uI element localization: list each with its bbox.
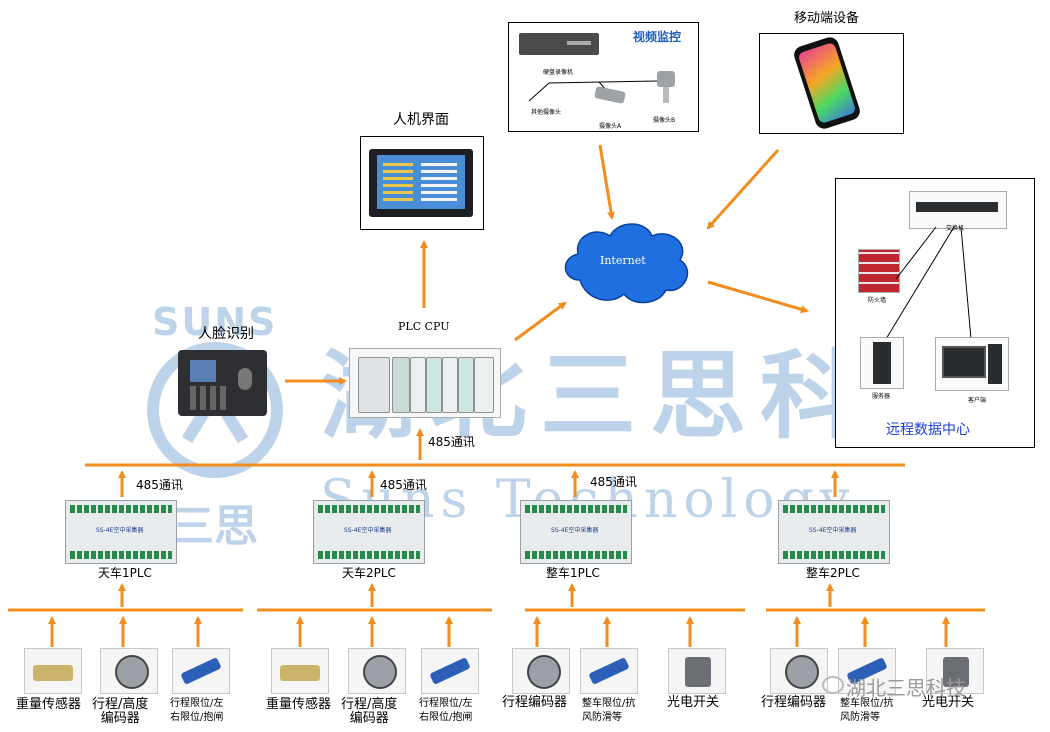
mobile-box — [759, 33, 904, 134]
plc-cpu-rack — [349, 348, 501, 418]
encoder-icon — [100, 648, 158, 694]
plc-cpu-label: PLC CPU — [398, 320, 450, 333]
switch-label: 交换机 — [946, 225, 965, 232]
network-links — [885, 226, 972, 340]
bus-label-3: 485通讯 — [590, 475, 637, 489]
face-recognition-label: 人脸识别 — [198, 326, 254, 342]
photoelectric-switch-icon-2 — [926, 648, 984, 694]
plc-module-1-text: SS-4E空中采集器 — [96, 527, 144, 534]
switch-icon — [909, 191, 1007, 229]
smartphone-icon — [791, 34, 863, 132]
video-title: 视频监控 — [633, 30, 682, 44]
data-center-title: 远程数据中心 — [886, 422, 970, 438]
dvr-label: 硬盘录像机 — [543, 69, 574, 76]
watermark-sansi: 三思 — [170, 501, 258, 552]
plc-module-4-text: SS-4E空中采集器 — [809, 527, 857, 534]
weight-sensor-icon — [24, 648, 82, 694]
client-pc-icon — [935, 337, 1009, 391]
hmi-frame — [360, 136, 484, 230]
firewall-icon — [858, 249, 900, 293]
server-icon — [860, 337, 904, 389]
server-label: 服务器 — [872, 393, 891, 400]
sensor-1-label: 重量传感器 — [16, 697, 82, 712]
bus-label-1: 485通讯 — [136, 478, 183, 492]
encoder-icon-2 — [348, 648, 406, 694]
limit-switch-icon-2 — [421, 648, 479, 694]
hmi-screen — [377, 155, 465, 209]
sensor-5-label: 行程/高度编码器 — [341, 697, 398, 727]
vehicle-limit-icon-2 — [838, 648, 896, 694]
plc-module-2-text: SS-4E空中采集器 — [344, 527, 392, 534]
sensor-7-label: 行程编码器 — [502, 695, 568, 710]
sensor-11-label: 整车限位/抗风防滑等 — [840, 698, 894, 723]
corner-brand: 湖北三思科技 — [846, 676, 966, 700]
camera-b-label: 摄像头B — [653, 117, 676, 124]
camera-b-icon — [657, 71, 675, 87]
camera-a-label: 摄像头A — [599, 123, 622, 130]
bus-label-cpu: 485通讯 — [428, 435, 475, 449]
sensor-10-label: 行程编码器 — [761, 695, 827, 710]
sensor-3-label: 行程限位/左右限位/抱闸 — [170, 698, 224, 723]
wechat-icon — [822, 676, 844, 694]
video-surveillance-box: 视频监控 硬盘录像机 其他摄像头 摄像头A 摄像头B — [508, 22, 699, 132]
weight-sensor-icon-2 — [271, 648, 329, 694]
plc-3-label: 整车1PLC — [546, 566, 600, 580]
plc-module-1: SS-4E空中采集器 — [65, 500, 177, 564]
data-center-box: 交换机 防火墙 服务器 客户端 远程数据中心 — [835, 178, 1035, 448]
hmi-panel — [369, 149, 473, 217]
sensor-12-label: 光电开关 — [922, 695, 975, 710]
plc-module-4: SS-4E空中采集器 — [778, 500, 890, 564]
plc-4-label: 整车2PLC — [806, 566, 860, 580]
sensor-9-label: 光电开关 — [667, 695, 720, 710]
encoder-icon-3 — [512, 648, 570, 694]
limit-switch-icon — [172, 648, 230, 694]
plc-1-label: 天车1PLC — [98, 566, 152, 580]
photoelectric-switch-icon — [668, 648, 726, 694]
bus-label-2: 485通讯 — [380, 478, 427, 492]
face-screen — [190, 360, 216, 382]
face-recognition-device — [178, 350, 267, 416]
mobile-label: 移动端设备 — [794, 11, 860, 26]
plc-2-label: 天车2PLC — [342, 566, 396, 580]
sensor-8-label: 整车限位/抗风防滑等 — [582, 698, 636, 723]
plc-module-2: SS-4E空中采集器 — [313, 500, 425, 564]
client-label: 客户端 — [968, 397, 987, 404]
fingerprint-icon — [238, 368, 252, 390]
plc-module-3: SS-4E空中采集器 — [520, 500, 632, 564]
internet-label: Internet — [600, 254, 646, 267]
plc-module-3-text: SS-4E空中采集器 — [551, 527, 599, 534]
hmi-label: 人机界面 — [393, 112, 449, 128]
sensor-6-label: 行程限位/左右限位/抱闸 — [419, 698, 473, 723]
sensor-2-label: 行程/高度编码器 — [92, 697, 149, 727]
watermark-suns: SUNS — [152, 300, 278, 344]
firewall-label: 防火墙 — [868, 297, 887, 304]
vehicle-limit-icon — [580, 648, 638, 694]
other-cameras-label: 其他摄像头 — [531, 109, 562, 116]
encoder-icon-4 — [770, 648, 828, 694]
internet-cloud-icon — [564, 223, 689, 304]
sensor-4-label: 重量传感器 — [266, 697, 332, 712]
keypad — [190, 386, 230, 410]
dvr-icon — [519, 33, 599, 55]
